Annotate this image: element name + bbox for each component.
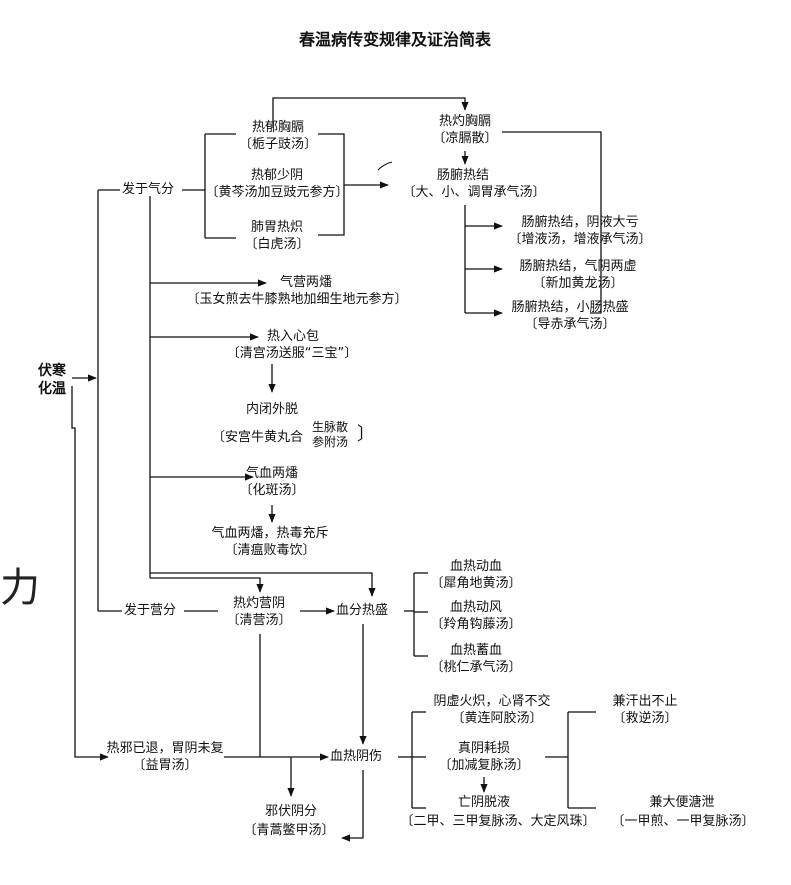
node-reyushaoyin: 热郁少阴 [250, 168, 304, 183]
rx-yinxu: 〔黄连阿胶汤〕 [451, 711, 543, 726]
node-rezhuo: 热灼胸膈 [438, 114, 492, 129]
rx-xiefu: 〔青蒿鳖甲汤〕 [243, 823, 335, 838]
rx-cf3: 〔导赤承气汤〕 [524, 317, 616, 332]
node-xuereyin: 血热阴伤 [330, 749, 383, 764]
rx-neibi-a: 〔安宫牛黄丸合 [212, 430, 304, 445]
rx-qixue: 〔化斑汤〕 [239, 483, 305, 498]
rx-qiying: 〔玉女煎去牛膝熟地加细生地元参方〕 [186, 292, 408, 307]
node-rejw: 热郁胸膈 [251, 120, 305, 135]
rx-rexie: 〔益胃汤〕 [132, 758, 198, 773]
rx-cf2: 〔新加黄龙汤〕 [532, 276, 624, 291]
node-feiwei: 肺胃热炽 [250, 220, 304, 235]
root-node: 伏寒化温 [38, 363, 66, 397]
node-cf1: 肠腑热结，阴液大亏 [521, 215, 639, 230]
rx-jianhan: 〔救逆汤〕 [612, 711, 678, 726]
qi-fen-label: 发于气分 [122, 182, 175, 197]
ying-fen-label: 发于营分 [124, 603, 177, 618]
node-changfu: 肠腑热结 [436, 168, 490, 183]
rx-rezhuo: 〔凉膈散〕 [432, 131, 498, 146]
edge-root-late [71, 386, 109, 761]
node-neibi: 内闭外脱 [245, 402, 299, 417]
rx-rexin: 〔清宫汤送服“三宝”〕 [226, 346, 358, 361]
rx-changfu: 〔大、小、调胃承气汤〕 [402, 185, 546, 200]
rx-xr2: 〔羚角钩藤汤〕 [430, 617, 522, 632]
node-rezhuoying: 热灼营阴 [232, 596, 286, 611]
node-xr2: 血热动风 [449, 600, 503, 615]
rx-neibi-c: 参附汤 [312, 435, 349, 449]
rx-xr1: 〔犀角地黄汤〕 [430, 576, 522, 591]
rx-rejw: 〔栀子豉汤〕 [238, 137, 318, 152]
node-jianda: 兼大便溏泄 [649, 795, 715, 810]
rx-rezhuoying: 〔清营汤〕 [226, 613, 292, 628]
page-title: 春温病传变规律及证治简表 [298, 30, 492, 49]
edge-page-mark: 力 [0, 565, 40, 611]
bracket-rezhuo-right [502, 131, 602, 314]
edge-loop-rezhuo [272, 97, 469, 128]
node-qiying: 气营两燔 [279, 275, 333, 290]
node-rexin: 热入心包 [266, 329, 320, 344]
rx-neibi-d: 〕 [357, 424, 375, 445]
node-xuefen: 血分热盛 [336, 603, 389, 618]
node-xr3: 血热蓄血 [449, 643, 503, 658]
scan-mark [377, 161, 393, 171]
edge-qi-rezhuoying [150, 577, 264, 593]
edge-xuereyin-xiefu [341, 770, 364, 842]
node-rexie: 热邪已退，胃阴未复 [106, 741, 224, 756]
rx-cf1: 〔增液汤，增液承气汤〕 [508, 232, 652, 247]
node-qixue2: 气血两燔，热毒充斥 [211, 526, 329, 541]
rx-zhenyin: 〔加减复脉汤〕 [438, 758, 530, 773]
edge-qi-xuefen [150, 572, 376, 597]
node-yinxu: 阴虚火炽，心肾不交 [433, 694, 551, 709]
node-cf2: 肠腑热结，气阴两虚 [519, 259, 637, 274]
rx-neibi-b: 生脉散 [312, 420, 349, 434]
node-wangyin: 亡阴脱液 [457, 795, 511, 810]
node-zhenyin: 真阴耗损 [457, 741, 511, 756]
node-cf3: 肠腑热结，小肠热盛 [511, 300, 629, 315]
node-xiefu: 邪伏阴分 [264, 804, 318, 819]
node-xr1: 血热动血 [449, 559, 503, 574]
rx-jianda: 〔一甲煎、一甲复脉汤〕 [611, 814, 755, 829]
node-qixue: 气血两燔 [245, 466, 299, 481]
node-jianhan: 兼汗出不止 [612, 694, 678, 709]
rx-reyushaoyin: 〔黄芩汤加豆豉元参方〕 [205, 185, 349, 200]
rx-feiwei: 〔白虎汤〕 [244, 237, 310, 252]
rx-xr3: 〔桃仁承气汤〕 [430, 660, 522, 675]
rx-wangyin: 〔二甲、三甲复脉汤、大定风珠〕 [400, 814, 596, 829]
rx-qixue2: 〔清瘟败毒饮〕 [224, 543, 316, 558]
